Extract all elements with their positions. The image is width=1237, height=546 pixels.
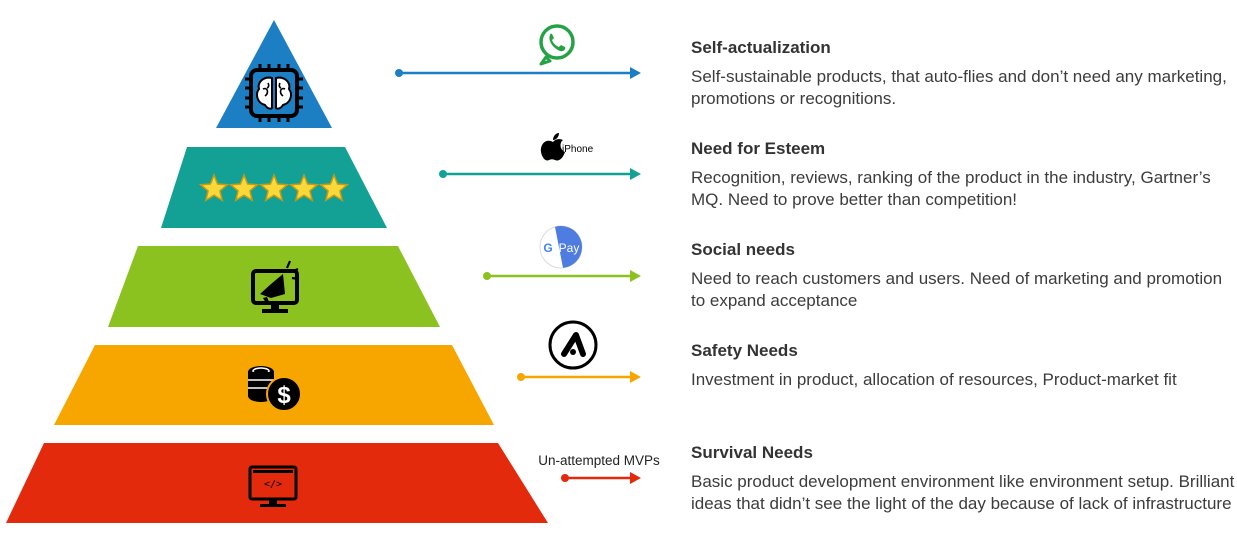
star-icon <box>228 172 260 202</box>
level-text-esteem: Need for Esteem Recognition, reviews, ra… <box>691 139 1237 211</box>
coins-dollar-icon: $ <box>248 366 302 412</box>
star-icon <box>198 172 230 202</box>
level-text-self-actualization: Self-actualization Self-sustainable prod… <box>691 38 1237 110</box>
five-stars-icon <box>198 172 350 202</box>
un-attempted-mvps-label: Un-attempted MVPs <box>538 453 660 468</box>
level-description: Self-sustainable products, that auto-fli… <box>691 67 1227 108</box>
pyramid-tier-survival <box>6 443 548 523</box>
level-text-safety: Safety Needs Investment in product, allo… <box>691 341 1237 391</box>
level-title: Survival Needs <box>691 443 813 462</box>
level-title: Safety Needs <box>691 341 798 360</box>
svg-text:$: $ <box>277 382 291 409</box>
connector-arrow <box>439 168 641 180</box>
star-icon <box>318 172 350 202</box>
gpay-text: Pay <box>559 241 580 255</box>
brain-chip-icon <box>245 64 303 122</box>
level-title: Need for Esteem <box>691 139 826 158</box>
code-monitor-icon: </> <box>248 465 298 507</box>
level-description: Recognition, reviews, ranking of the pro… <box>691 168 1211 209</box>
level-title: Self-actualization <box>691 38 831 57</box>
connector-arrow <box>517 371 641 383</box>
star-icon <box>288 172 320 202</box>
google-pay-logo: G Pay <box>539 225 583 269</box>
level-description: Basic product development environment li… <box>691 472 1235 513</box>
level-description: Need to reach customers and users. Need … <box>691 269 1223 310</box>
level-title: Social needs <box>691 240 795 259</box>
marketing-monitor-icon <box>251 260 300 313</box>
level-description: Investment in product, allocation of res… <box>691 370 1177 389</box>
iphone-text: iPhone <box>562 144 594 155</box>
svg-text:G: G <box>543 241 552 255</box>
star-icon <box>258 172 290 202</box>
whatsapp-icon <box>539 24 575 66</box>
svg-text:</>: </> <box>264 479 282 490</box>
level-text-survival: Survival Needs Basic product development… <box>691 443 1237 515</box>
circle-a-logo <box>548 320 598 370</box>
connector-arrow <box>561 472 641 484</box>
connector-arrow <box>483 270 641 282</box>
connector-arrow <box>395 67 641 79</box>
pyramid-tier-self-actualization <box>216 20 332 128</box>
apple-iphone-logo: iPhone <box>540 133 594 161</box>
level-text-social: Social needs Need to reach customers and… <box>691 240 1237 312</box>
